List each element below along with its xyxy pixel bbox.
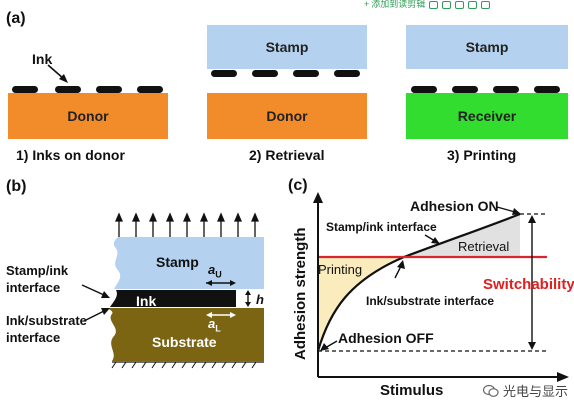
- panel-b-figure: [81, 212, 265, 369]
- caption-retrieval: 2) Retrieval: [249, 147, 325, 163]
- panel-b-tag: (b): [6, 178, 27, 195]
- substrate-shape: [108, 308, 264, 361]
- a-u-label: aU: [208, 262, 222, 280]
- stamp-shape: [113, 237, 265, 289]
- ink-dot: [96, 86, 122, 93]
- a-l-label: aL: [208, 316, 221, 334]
- expand-icon[interactable]: [442, 0, 452, 9]
- donor-block-1: Donor: [8, 93, 168, 139]
- receiver-block: Receiver: [406, 93, 568, 139]
- panel-c-tag: (c): [288, 177, 308, 194]
- receiver-label: Receiver: [457, 108, 517, 124]
- stamp-block-retrieval: Stamp: [207, 25, 367, 69]
- ink-dot: [55, 86, 81, 93]
- stamp-label-b: Stamp: [156, 254, 199, 270]
- ink-dot: [411, 86, 437, 93]
- donor-label: Donor: [266, 108, 308, 124]
- ink-pointer-arrow: [47, 64, 68, 83]
- panel-c-chart: [313, 192, 569, 382]
- ink-substrate-line-arrow: [394, 260, 405, 279]
- stamp-ink-interface-arrow: [81, 284, 110, 298]
- settings-icon[interactable]: [481, 0, 491, 9]
- ink-substrate-interface-label: Ink/substrate interface: [6, 313, 87, 345]
- donor-label: Donor: [67, 108, 109, 124]
- caption-inks-on-donor: 1) Inks on donor: [16, 147, 125, 163]
- retrieval-region: [404, 214, 520, 257]
- printing-region: [318, 257, 404, 351]
- copy-icon[interactable]: [455, 0, 465, 9]
- switchability-label: Switchability: [483, 276, 574, 293]
- ink-label-b: Ink: [136, 293, 157, 309]
- x-axis-label: Stimulus: [380, 382, 444, 399]
- panel-a-tag: (a): [6, 10, 26, 27]
- add-to-clip-label: 添加到读剪辑: [371, 0, 426, 9]
- adhesion-off-label: Adhesion OFF: [338, 330, 434, 346]
- pull-force-arrows: [115, 212, 259, 237]
- add-to-clip-button[interactable]: + 添加到读剪辑: [364, 0, 425, 9]
- stamp-label: Stamp: [465, 39, 509, 55]
- a-l-arrow: [206, 312, 236, 318]
- adhesion-on-arrow: [496, 206, 521, 215]
- ink-dot: [137, 86, 163, 93]
- share-icon[interactable]: [468, 0, 478, 9]
- wechat-icon: [482, 384, 499, 397]
- ink-substrate-line-label: Ink/substrate interface: [366, 294, 495, 308]
- retrieval-label: Retrieval: [458, 239, 510, 254]
- ink-substrate-interface-arrow: [83, 308, 110, 322]
- ink-dot: [293, 70, 319, 77]
- toolbar: + 添加到读剪辑: [364, 0, 574, 9]
- ink-dot: [12, 86, 38, 93]
- plus-icon: +: [364, 0, 370, 9]
- stamp-ink-curve-arrow: [424, 234, 440, 244]
- ink-shape: [110, 290, 236, 307]
- stamp-block-printing: Stamp: [406, 25, 568, 69]
- stamp-ink-interface-label: Stamp/ink interface: [6, 263, 69, 295]
- substrate-label: Substrate: [152, 334, 217, 350]
- ink-dot: [211, 70, 237, 77]
- a-u-arrow: [206, 280, 236, 286]
- ink-dot: [252, 70, 278, 77]
- ink-dot: [493, 86, 519, 93]
- stamp-label: Stamp: [265, 39, 309, 55]
- switchability-arrow: [528, 215, 536, 350]
- h-arrow: [245, 290, 251, 307]
- save-icon[interactable]: [429, 0, 439, 9]
- printing-label: Printing: [318, 262, 363, 277]
- ink-dot: [452, 86, 478, 93]
- caption-printing: 3) Printing: [447, 147, 517, 163]
- watermark: 光电与显示: [482, 381, 568, 400]
- adhesion-on-label: Adhesion ON: [410, 198, 499, 214]
- watermark-text: 光电与显示: [502, 384, 568, 399]
- y-axis-label: Adhesion strength: [292, 227, 309, 360]
- adhesion-off-arrow: [320, 340, 338, 351]
- ink-dot: [534, 86, 560, 93]
- stamp-ink-curve-label: Stamp/ink interface: [326, 220, 437, 234]
- ink-label: Ink: [32, 51, 53, 67]
- ground-hatching: [111, 361, 257, 369]
- h-label: h: [256, 292, 264, 307]
- ink-dot: [334, 70, 360, 77]
- donor-block-2: Donor: [207, 93, 367, 139]
